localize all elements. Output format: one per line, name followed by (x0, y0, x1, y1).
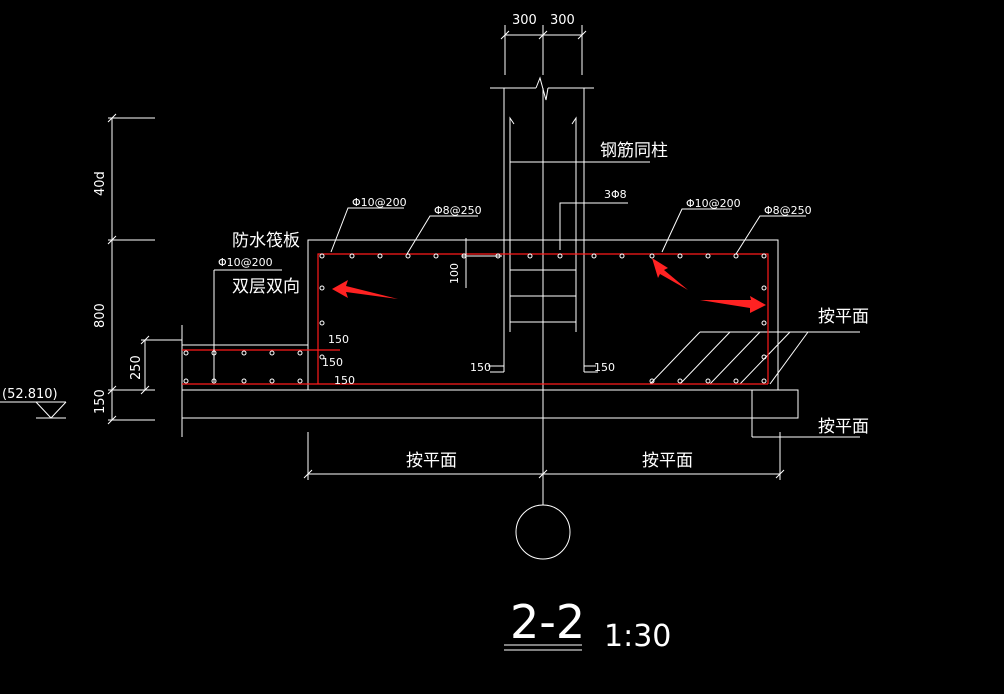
label-top-left-rebar: Φ10@200 (352, 196, 407, 209)
column-width-dimension: 300 300 (500, 13, 587, 75)
left-dimensions: 40d 800 250 150 (93, 113, 182, 425)
raft-labels: 防水筏板 Φ10@200 双层双向 (213, 231, 300, 382)
section-title-block: 2-2 1:30 (504, 595, 671, 654)
dim-dev-length: 40d (93, 171, 108, 196)
label-raft-title: 防水筏板 (232, 231, 300, 251)
red-arrow-diag-icon (652, 258, 688, 290)
section-scale: 1:30 (604, 619, 671, 654)
label-stirrup: 3Φ8 (604, 188, 627, 201)
dim-haunch: 100 (448, 263, 461, 284)
dim-col-inner-left: 150 (470, 361, 491, 374)
haunch-dimension: 100 (448, 238, 502, 288)
section-title: 2-2 (510, 595, 585, 649)
axis-bubble-icon (515, 504, 571, 560)
dim-bedding: 150 (93, 389, 108, 414)
label-bottom-left: 按平面 (406, 451, 457, 471)
dim-raft-thickness: 250 (129, 355, 144, 380)
dim-step-upper: 150 (328, 333, 349, 346)
elevation-marker: (52.810) (0, 387, 67, 419)
dim-footing-height: 800 (93, 303, 108, 328)
label-bottom-right: 按平面 (642, 451, 693, 471)
dim-step-middle: 150 (322, 356, 343, 369)
label-top-right-rebar: Φ10@200 (686, 197, 741, 210)
label-top-right-dist: Φ8@250 (764, 204, 812, 217)
rebar-dots (183, 253, 767, 384)
red-arrow-left-icon (332, 280, 398, 299)
dim-col-right: 300 (550, 13, 575, 28)
rebar-labels: Φ10@200 Φ8@250 Φ10@200 Φ8@250 3Φ8 钢筋同柱 (330, 141, 812, 255)
label-column-bars: 钢筋同柱 (600, 141, 668, 161)
label-slope-lower: 按平面 (818, 417, 869, 437)
red-arrow-right-icon (700, 296, 766, 313)
annotation-arrows (332, 258, 766, 313)
label-raft-note: 双层双向 (232, 277, 300, 297)
rebar-highlight (182, 253, 769, 385)
footing-outline (181, 239, 860, 438)
column (490, 76, 650, 505)
label-raft-rebar: Φ10@200 (218, 256, 273, 269)
bottom-dimension: 按平面 按平面 (303, 432, 785, 480)
dim-step-lower: 150 (334, 374, 355, 387)
dim-col-inner-right: 150 (594, 361, 615, 374)
label-top-left-dist: Φ8@250 (434, 204, 482, 217)
dim-col-left: 300 (512, 13, 537, 28)
elevation-value: (52.810) (2, 387, 58, 402)
label-slope-upper: 按平面 (818, 307, 869, 327)
